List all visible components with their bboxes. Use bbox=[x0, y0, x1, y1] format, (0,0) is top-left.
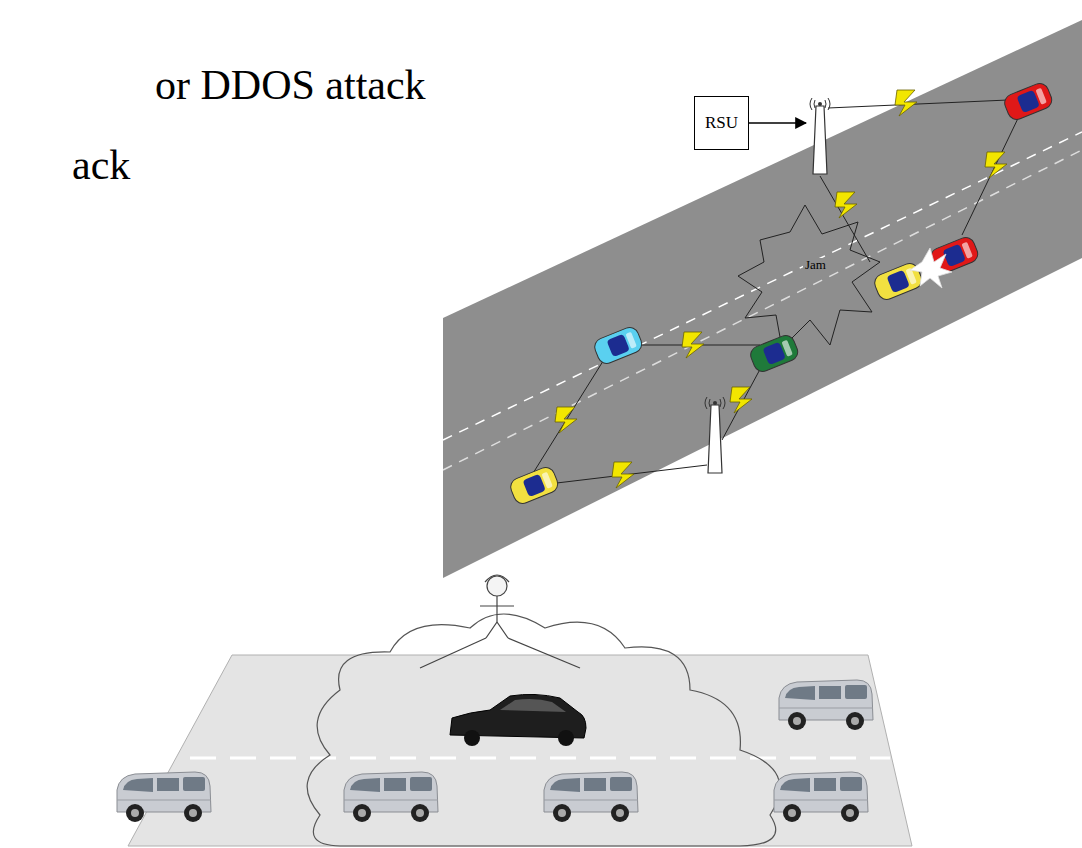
bolt bbox=[612, 462, 634, 488]
slide-text: or DDOS attack bbox=[155, 62, 426, 108]
bolt bbox=[730, 387, 752, 413]
collision-burst bbox=[910, 248, 952, 288]
van bbox=[544, 772, 638, 822]
link bbox=[820, 176, 870, 262]
link bbox=[962, 110, 1022, 235]
bolt bbox=[555, 407, 577, 433]
bolt bbox=[682, 332, 704, 358]
black-car bbox=[450, 694, 586, 746]
signal-bolts bbox=[555, 90, 1007, 488]
van bbox=[117, 772, 211, 822]
road bbox=[443, 20, 1082, 578]
box-label: RSU bbox=[705, 113, 738, 133]
lane-line bbox=[443, 150, 1082, 470]
bolt bbox=[895, 90, 917, 116]
car bbox=[1002, 81, 1054, 122]
jam-burst bbox=[738, 205, 880, 348]
link bbox=[828, 100, 1008, 108]
attack-cloud bbox=[307, 614, 780, 846]
attacker bbox=[420, 575, 580, 668]
van bbox=[779, 680, 873, 730]
jam-label: Jam bbox=[803, 258, 828, 272]
link bbox=[722, 360, 765, 440]
car bbox=[592, 325, 644, 366]
radio-links bbox=[530, 100, 1022, 485]
lane-line bbox=[190, 757, 890, 760]
bolt bbox=[985, 152, 1007, 178]
car bbox=[508, 465, 560, 506]
rsu-tower bbox=[705, 397, 725, 473]
vehicles bbox=[508, 81, 1054, 506]
link bbox=[530, 358, 605, 478]
bolt bbox=[835, 192, 857, 218]
attacker-head bbox=[487, 576, 507, 596]
road-plane bbox=[128, 655, 912, 846]
attack-scene bbox=[117, 575, 912, 846]
van bbox=[344, 772, 438, 822]
lane-line bbox=[443, 132, 1082, 440]
pointer-arrow bbox=[749, 122, 806, 124]
car bbox=[748, 333, 800, 374]
van bbox=[774, 772, 868, 822]
highway bbox=[443, 20, 1082, 578]
rsu-tower bbox=[810, 98, 830, 174]
slide-text: ack bbox=[72, 142, 130, 188]
rsu-box: RSU bbox=[694, 96, 749, 150]
